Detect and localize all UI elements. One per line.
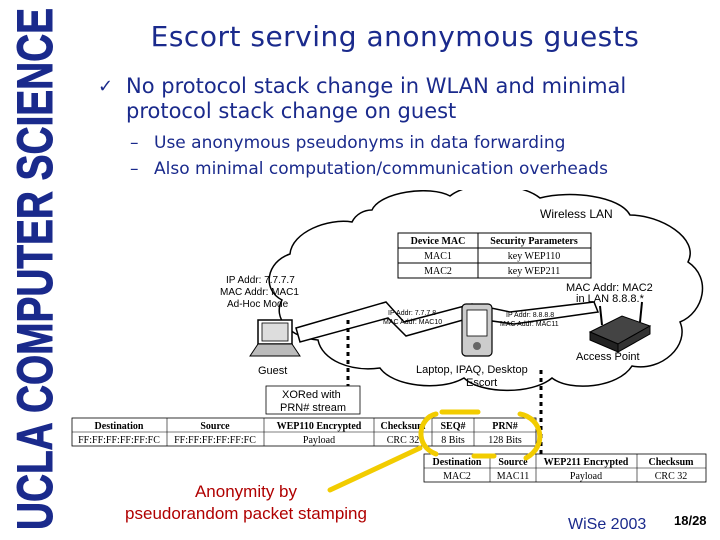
packet-cell: MAC11 — [497, 471, 529, 482]
escort-label: Escort — [466, 377, 497, 389]
packet-header: Source — [498, 457, 528, 468]
packet-header: Source — [200, 421, 230, 432]
caption-line: pseudorandom packet stamping — [125, 504, 367, 523]
main-bullet-text: No protocol stack change in WLAN and min… — [126, 74, 627, 123]
packet-cell: 8 Bits — [441, 435, 465, 446]
packet-cell: Payload — [303, 435, 335, 446]
router-icon — [588, 301, 652, 353]
caption-line: Anonymity by — [194, 482, 298, 501]
packet-cell: 128 Bits — [488, 435, 522, 446]
link-right-ip: IP Addr: 8.8.8.8 — [506, 312, 554, 319]
link-left-mac: MAC Addr: MAC10 — [383, 319, 442, 326]
packet-cell: CRC 32 — [387, 435, 420, 446]
access-point-label: Access Point — [576, 351, 640, 363]
seq-highlight-left — [418, 411, 439, 457]
ap-mac: MAC Addr: MAC2 — [566, 282, 653, 294]
wireless-link — [295, 301, 600, 343]
security-cell: MAC1 — [424, 251, 452, 262]
packet-table-1: Destination Source WEP110 Encrypted Chec… — [71, 417, 537, 447]
highlight-arrow — [327, 445, 423, 493]
packet-header: Checksum — [380, 421, 426, 432]
sub-bullet: –Also minimal computation/communication … — [130, 159, 608, 179]
packet-header: Destination — [95, 421, 144, 432]
security-cell: MAC2 — [424, 266, 452, 277]
packet-header: Checksum — [648, 457, 694, 468]
guest-ip: IP Addr: 7.7.7.7 — [226, 275, 295, 286]
page-number: 18/28 — [674, 513, 707, 528]
guest-label: Guest — [258, 365, 287, 377]
packet-cell: CRC 32 — [655, 471, 688, 482]
packet-header: WEP211 Encrypted — [544, 457, 629, 468]
link-left-ip: IP Addr: 7.7.7.8 — [388, 310, 436, 317]
security-header: Device MAC — [411, 236, 466, 247]
laptop-icon — [249, 319, 301, 357]
prn-highlight-right — [517, 411, 543, 461]
network-diagram: Wireless LAN Device MAC Security Paramet… — [71, 190, 707, 493]
security-cell: key WEP110 — [508, 251, 561, 262]
packet-table-2: Destination Source WEP211 Encrypted Chec… — [423, 453, 707, 483]
page-title: Escort serving anonymous guests — [150, 20, 640, 53]
packet-header: PRN# — [492, 421, 518, 432]
security-table: Device MAC Security Parameters MAC1 key … — [397, 232, 592, 279]
packet-cell: FF:FF:FF:FF:FF:FC — [78, 435, 160, 446]
xor-label: PRN# stream — [280, 402, 346, 414]
security-header: Security Parameters — [490, 236, 578, 247]
pda-icon — [461, 303, 493, 357]
packet-header: WEP110 Encrypted — [277, 421, 362, 432]
xor-label: XORed with — [282, 389, 341, 401]
ucla-banner: UCLA COMPUTER SCIENCE — [7, 8, 64, 531]
packet-cell: MAC2 — [443, 471, 471, 482]
check-icon: ✓ — [98, 76, 114, 97]
banner-text: UCLA COMPUTER SCIENCE — [7, 8, 63, 530]
footer-text: WiSe 2003 — [568, 516, 647, 533]
packet-header: Destination — [433, 457, 482, 468]
sub-bullet-text: Use anonymous pseudonyms in data forward… — [154, 133, 566, 153]
sub-bullet-text: Also minimal computation/communication o… — [154, 159, 608, 179]
guest-mac: MAC Addr: MAC1 — [220, 287, 299, 298]
ap-lan: in LAN 8.8.8.* — [576, 293, 645, 305]
guest-mode: Ad-Hoc Mode — [227, 299, 289, 310]
security-cell: key WEP211 — [508, 266, 561, 277]
xor-box — [265, 385, 361, 415]
dash-icon: – — [130, 133, 139, 153]
escort-device-label: Laptop, IPAQ, Desktop — [416, 364, 528, 376]
wlan-label: Wireless LAN — [540, 207, 613, 221]
dash-icon: – — [130, 159, 139, 179]
sub-bullet: –Use anonymous pseudonyms in data forwar… — [130, 133, 565, 153]
packet-cell: Payload — [570, 471, 602, 482]
packet-header: SEQ# — [440, 421, 465, 432]
packet-cell: FF:FF:FF:FF:FF:FC — [174, 435, 256, 446]
caption: Anonymity by pseudorandom packet stampin… — [86, 481, 406, 525]
link-right-mac: MAC Addr: MAC11 — [500, 321, 559, 328]
guest-info: IP Addr: 7.7.7.7 MAC Addr: MAC1 Ad-Hoc M… — [220, 275, 299, 310]
